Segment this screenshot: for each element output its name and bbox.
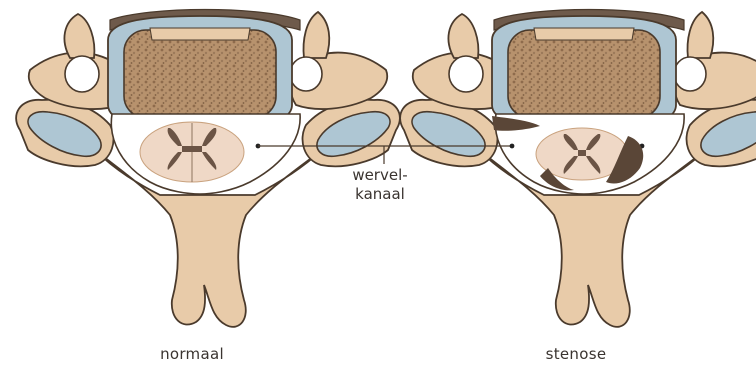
callout-label: wervel- kanaal	[320, 166, 440, 204]
caption-stenosis: stenose	[476, 345, 676, 363]
panel-stenose	[400, 10, 756, 327]
callout-label-line2: kanaal	[320, 185, 440, 204]
caption-normal: normaal	[92, 345, 292, 363]
callout-label-line1: wervel-	[320, 166, 440, 185]
canal-marker-dot-right	[510, 144, 515, 149]
